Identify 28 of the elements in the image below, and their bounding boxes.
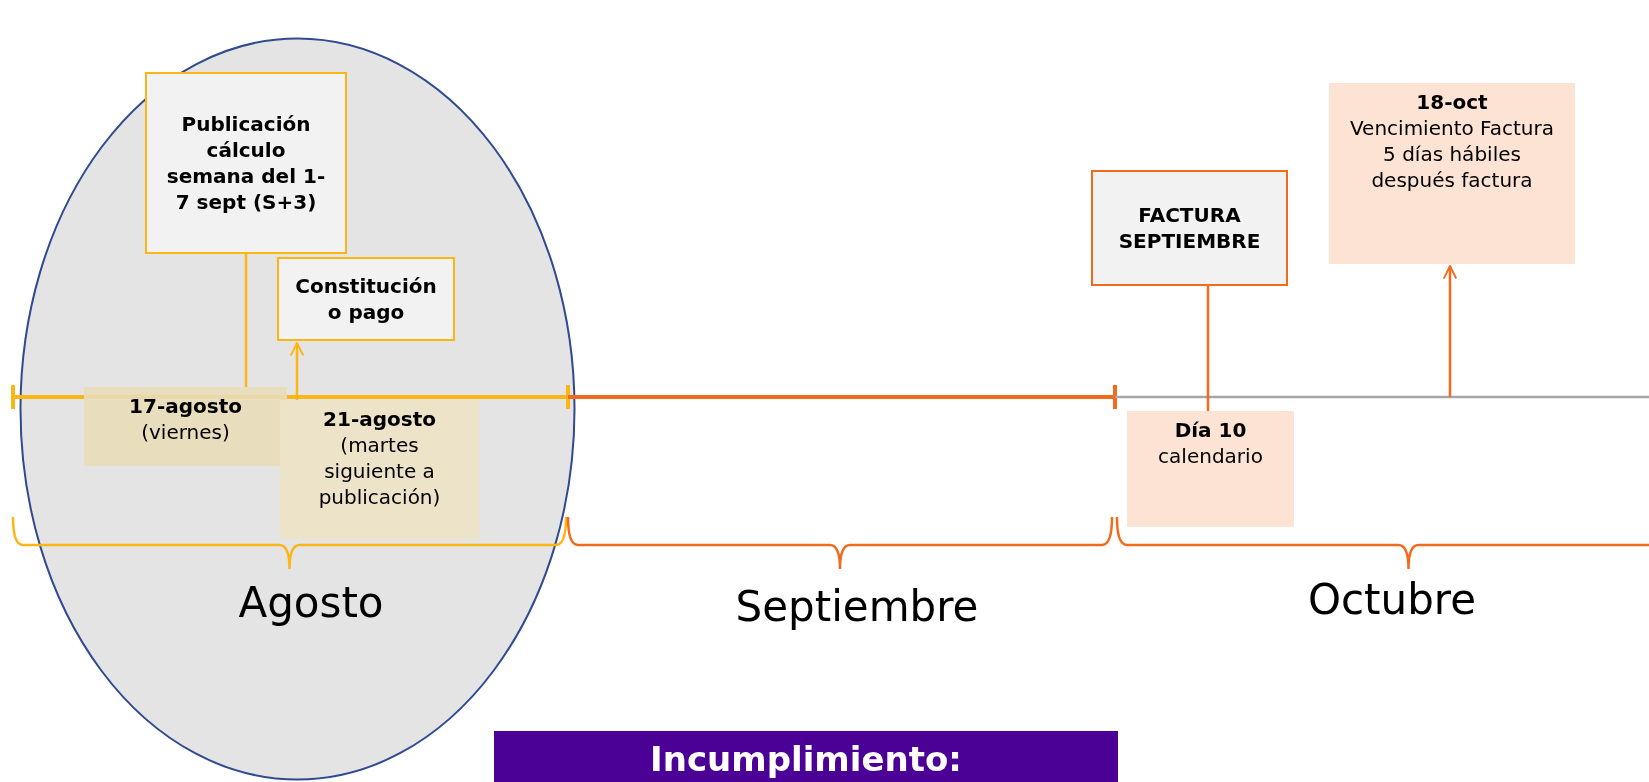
- date-note: (martes siguiente a publicación): [317, 432, 442, 510]
- month-label: Agosto: [238, 578, 384, 627]
- connector-line: [244, 254, 248, 387]
- date-note: (viernes): [141, 419, 230, 445]
- arrow: [1442, 265, 1458, 397]
- box-text: Incumplimiento:: [650, 738, 962, 781]
- date-heading: Día 10: [1174, 417, 1247, 443]
- month-label: Septiembre: [735, 582, 979, 631]
- date-heading: 17-agosto: [129, 393, 242, 419]
- box-text: Publicación cálculo semana del 1-7 sept (S+3): [165, 111, 327, 215]
- date-box: [1329, 83, 1575, 264]
- month-label: Octubre: [1307, 575, 1477, 624]
- date-heading: 21-agosto: [323, 406, 436, 432]
- process-box: [1091, 170, 1288, 286]
- date-heading: 18-oct: [1416, 89, 1488, 115]
- box-text: Constitución o pago: [294, 273, 438, 325]
- highlight-ellipse: [19, 37, 576, 781]
- arrow: [289, 342, 305, 400]
- date-box: [84, 387, 287, 466]
- date-note: calendario: [1158, 443, 1263, 469]
- date-box: [1127, 411, 1294, 527]
- date-box: [280, 400, 479, 539]
- connector-line: [1206, 286, 1210, 411]
- box-text: FACTURA SEPTIEMBRE: [1117, 202, 1262, 254]
- process-box: [277, 257, 455, 341]
- date-note: Vencimiento Factura 5 días hábiles después factura: [1348, 115, 1555, 193]
- status-banner: [494, 731, 1118, 782]
- process-box: [145, 72, 347, 254]
